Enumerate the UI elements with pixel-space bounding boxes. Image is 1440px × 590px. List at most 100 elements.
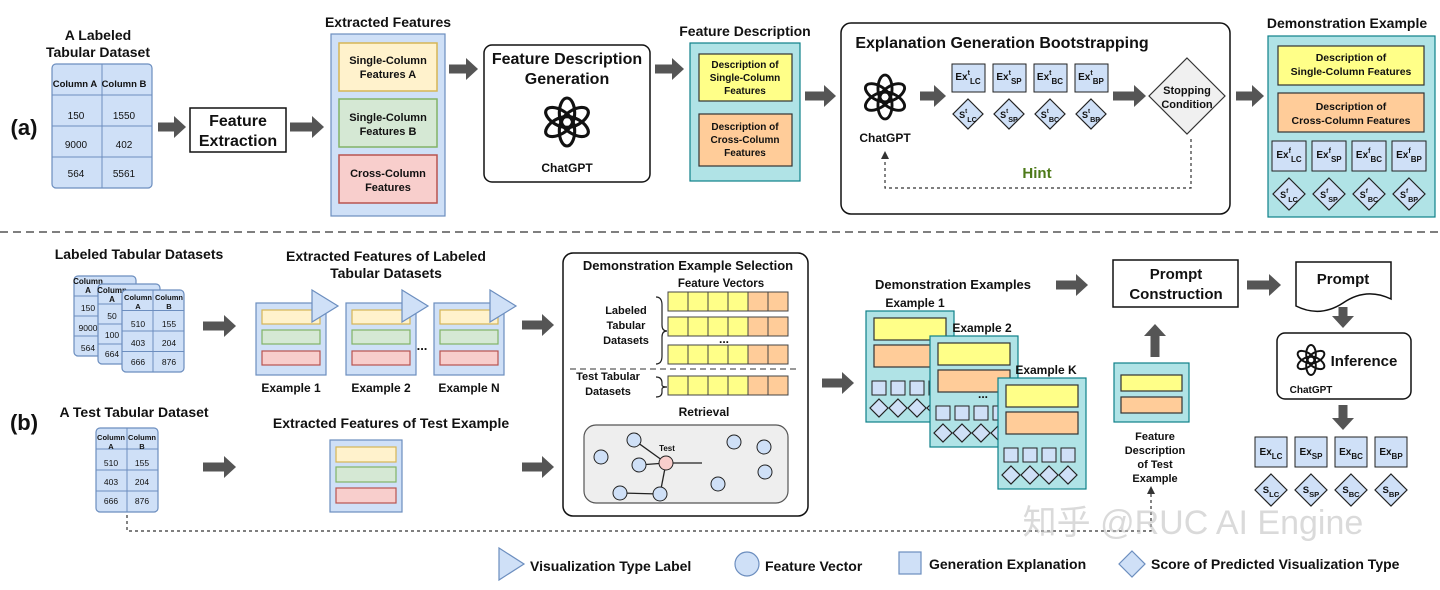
demo-score-diamond: [952, 423, 972, 443]
feature-vector-cell: [687, 344, 709, 365]
arrow-a2: [290, 116, 324, 138]
chatgpt-label: ChatGPT: [859, 131, 911, 145]
table-cell: 150: [81, 303, 95, 313]
output-score-label: SBP: [1383, 485, 1400, 499]
score-t-label: StBP: [1082, 108, 1100, 124]
single-column-a-label: Features A: [360, 69, 417, 81]
efl-title: Tabular Datasets: [330, 265, 442, 281]
small-header: B: [166, 302, 172, 311]
stopping-condition-label: Condition: [1161, 99, 1213, 111]
ex-f-box: [1351, 140, 1387, 172]
example-label: Example N: [438, 381, 499, 395]
table-cell: 876: [162, 357, 176, 367]
card-red: [351, 350, 411, 366]
arrow-a3: [449, 58, 478, 80]
feature-extraction-box: [189, 107, 287, 153]
legend-feature-vector: Feature Vector: [765, 558, 863, 574]
demo-score-diamond: [971, 423, 991, 443]
ex-f-box: [1271, 140, 1307, 172]
test-group-label: Test Tabular: [576, 371, 640, 383]
test-node-label: Test: [659, 444, 675, 453]
arrow-b8: [1247, 274, 1281, 296]
output-ex-label: ExSP: [1300, 447, 1324, 461]
small-header: A: [108, 442, 114, 451]
feature-extraction-label: Extraction: [199, 133, 277, 150]
feature-vector-node: [652, 486, 668, 502]
table-cell: 155: [135, 458, 149, 468]
ellipsis: ...: [719, 332, 729, 346]
arrow-a1: [158, 116, 186, 138]
demo-exp-square: [1041, 447, 1057, 463]
demo-label: Example 1: [885, 296, 945, 310]
demo-label: Example K: [1015, 363, 1077, 377]
card-red: [261, 350, 321, 366]
arrow-head: [1269, 274, 1281, 296]
feature-vector-cell: [767, 291, 789, 312]
panel-label-b: (b): [10, 410, 38, 435]
table-cell: 50: [107, 311, 117, 321]
arrow-b4: [522, 456, 554, 478]
single-column-b-box: [338, 98, 438, 148]
watermark: 知乎 @RUC AI Engine: [1023, 504, 1364, 542]
eft-title: Extracted Features of Test Example: [273, 415, 509, 431]
card-green: [351, 329, 411, 345]
arrow-b1: [203, 315, 236, 337]
arrow-head: [1144, 324, 1166, 336]
single-column-a-box: [338, 42, 438, 92]
table-cell: 666: [104, 496, 118, 506]
demo-yellow: [1005, 384, 1079, 408]
card-green: [439, 329, 499, 345]
feature-vector-cell: [667, 344, 689, 365]
feature-vector-cell: [707, 375, 729, 396]
table-cell: 403: [104, 477, 118, 487]
arrow-b6: [1056, 274, 1088, 296]
arrow-b3: [203, 456, 236, 478]
ex-f-box: [1391, 140, 1427, 172]
arrow-b7: [1144, 324, 1166, 357]
arrow-head: [542, 314, 554, 336]
openai-icon: [864, 73, 906, 121]
feature-vector-node: [658, 455, 674, 471]
legend-diamond-icon: [1118, 550, 1146, 578]
inference-label: Inference: [1331, 353, 1398, 370]
arrow-head: [542, 456, 554, 478]
output-score-label: SLC: [1263, 485, 1280, 499]
feature-vector-cell: [727, 316, 749, 337]
output-ex-box: [1374, 436, 1408, 468]
feature-extraction-label: Feature: [209, 113, 267, 130]
demo-yellow: [937, 342, 1011, 366]
selection-title: Demonstration Example Selection: [583, 258, 793, 273]
labeled-datasets-title: Labeled Tabular Datasets: [55, 246, 224, 262]
ex-t-label: ExtSP: [996, 70, 1022, 86]
small-header: Column: [124, 293, 152, 302]
feature-vector-cell: [707, 291, 729, 312]
hint-label: Hint: [1022, 165, 1051, 182]
card-red: [335, 487, 397, 504]
visualization-type-label-icon: [401, 288, 430, 324]
score-t-diamond: [1034, 98, 1066, 130]
desc-cross-label: Description of: [711, 122, 779, 133]
inference-box: [1276, 332, 1412, 400]
table-cell: 564: [68, 169, 85, 180]
test-dashed-arrowhead: [1147, 486, 1155, 494]
demo-yellow: [873, 317, 947, 341]
output-score-diamond: [1254, 473, 1288, 507]
score-t-label: StLC: [959, 108, 977, 124]
feature-vector-node: [593, 449, 609, 465]
chatgpt-label: ChatGPT: [1290, 385, 1333, 396]
demonstration-examples-title: Demonstration Examples: [875, 277, 1031, 292]
output-ex-box: [1334, 436, 1368, 468]
desc-single-label: Single-Column: [710, 73, 781, 84]
arrow-head: [824, 85, 836, 107]
openai-icon: [544, 96, 590, 148]
demo-single-box: [1277, 45, 1425, 86]
score-t-diamond: [993, 98, 1025, 130]
score-f-diamond: [1352, 177, 1386, 211]
single-column-b-label: Single-Column: [349, 112, 427, 124]
feature-vector-cell: [767, 344, 789, 365]
openai-icon: [1296, 344, 1326, 376]
arrow-a7: [1113, 85, 1146, 107]
small-header: Column: [73, 277, 103, 286]
test-desc-yellow: [1120, 374, 1183, 392]
